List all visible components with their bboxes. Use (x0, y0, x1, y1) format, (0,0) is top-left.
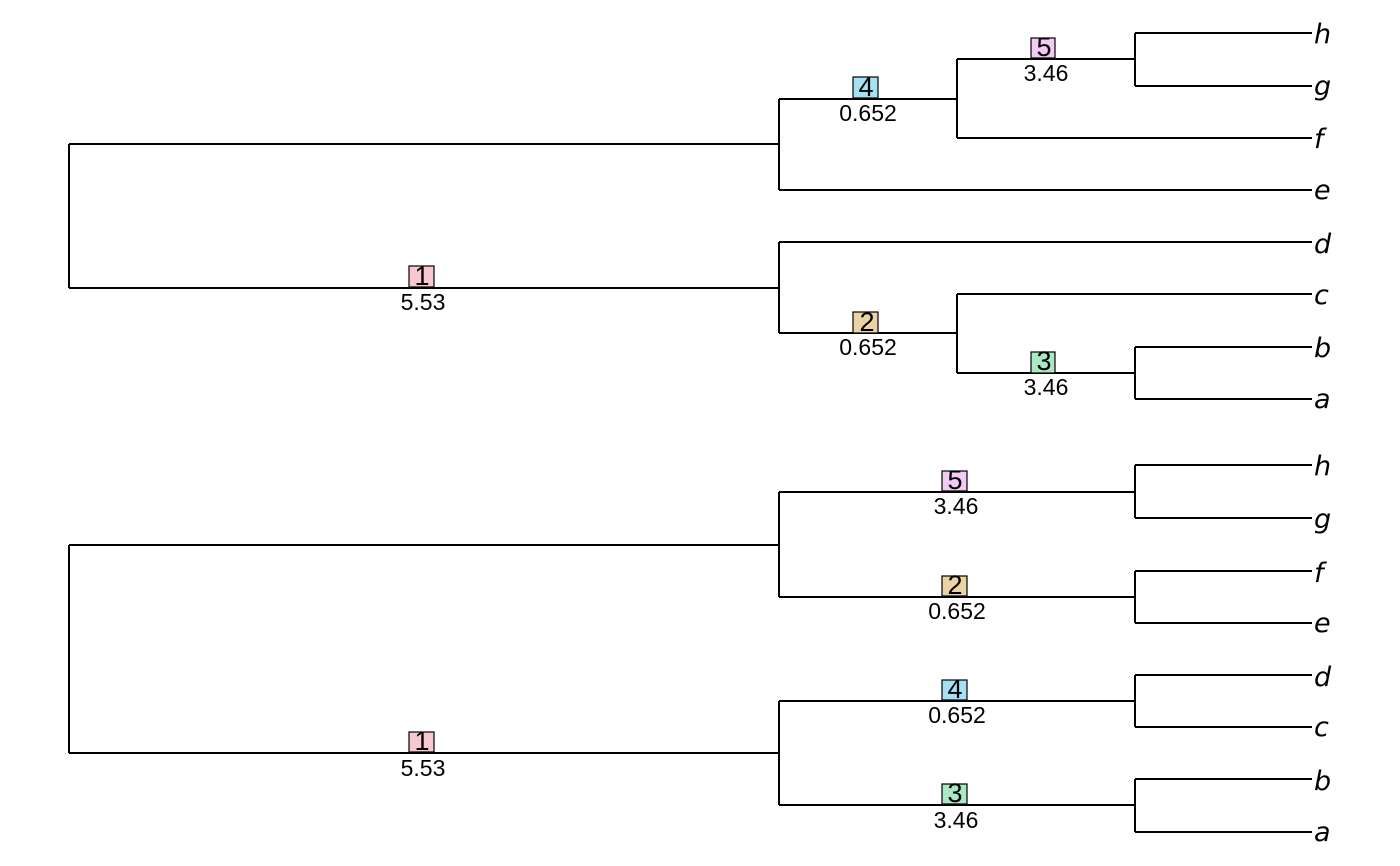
node-label: 2 0.652 (928, 570, 986, 624)
node-box (1030, 351, 1056, 374)
node-box (408, 731, 435, 753)
node-number: 2 (947, 570, 962, 600)
node-box (941, 470, 968, 492)
tip-label: a (1314, 384, 1331, 415)
bottom-tree: h g f e d c b a 1 5.53 5 3.46 2 0.652 4 (68, 451, 1332, 848)
tip-label: d (1314, 229, 1332, 260)
tip-label: c (1314, 280, 1329, 311)
node-number: 4 (947, 674, 962, 704)
node-number: 1 (414, 726, 429, 756)
node-label: 1 5.53 (401, 726, 446, 781)
tip-label: e (1314, 608, 1331, 639)
branch-length: 0.652 (928, 598, 986, 624)
branch-length: 3.46 (1024, 60, 1069, 86)
node-label: 5 3.46 (934, 465, 979, 519)
tip-label: c (1314, 712, 1329, 743)
tip-label: e (1314, 175, 1331, 206)
node-number: 2 (859, 307, 874, 337)
tip-label: h (1314, 451, 1331, 482)
node-box (852, 311, 879, 334)
node-label: 4 0.652 (839, 72, 897, 126)
tip-label: h (1314, 19, 1331, 50)
top-tree: h g f e d c b a 1 5.53 4 0.652 5 3.46 2 (68, 19, 1332, 415)
node-box (1030, 37, 1056, 59)
node-box (941, 575, 968, 597)
branch-length: 5.53 (401, 289, 446, 315)
node-box (941, 679, 968, 701)
node-number: 3 (1036, 346, 1051, 376)
node-number: 4 (858, 72, 873, 102)
tip-label: g (1314, 504, 1331, 535)
branch-length: 5.53 (401, 755, 446, 781)
branch-length: 0.652 (928, 702, 986, 728)
tip-label: b (1314, 333, 1331, 364)
branch-length: 0.652 (839, 100, 897, 126)
node-box (852, 76, 879, 99)
branch-length: 3.46 (1024, 374, 1069, 400)
node-label: 4 0.652 (928, 674, 986, 728)
node-number: 5 (947, 465, 962, 495)
tip-label: d (1314, 662, 1332, 693)
tip-label: g (1314, 71, 1331, 102)
branch-length: 3.46 (934, 493, 979, 519)
node-number: 5 (1036, 32, 1051, 62)
tip-label: b (1314, 766, 1331, 797)
node-label: 5 3.46 (1024, 32, 1069, 86)
node-label: 2 0.652 (839, 307, 897, 360)
tip-label: f (1314, 124, 1327, 155)
branch-length: 0.652 (839, 334, 897, 360)
branch-length: 3.46 (934, 807, 979, 833)
node-box (408, 265, 435, 288)
tip-label: f (1314, 558, 1327, 589)
node-number: 3 (947, 778, 962, 808)
node-number: 1 (414, 261, 429, 291)
node-label: 3 3.46 (934, 778, 979, 833)
node-label: 3 3.46 (1024, 346, 1069, 400)
tip-label: a (1314, 817, 1331, 848)
node-box (941, 783, 968, 805)
node-label: 1 5.53 (401, 261, 446, 315)
